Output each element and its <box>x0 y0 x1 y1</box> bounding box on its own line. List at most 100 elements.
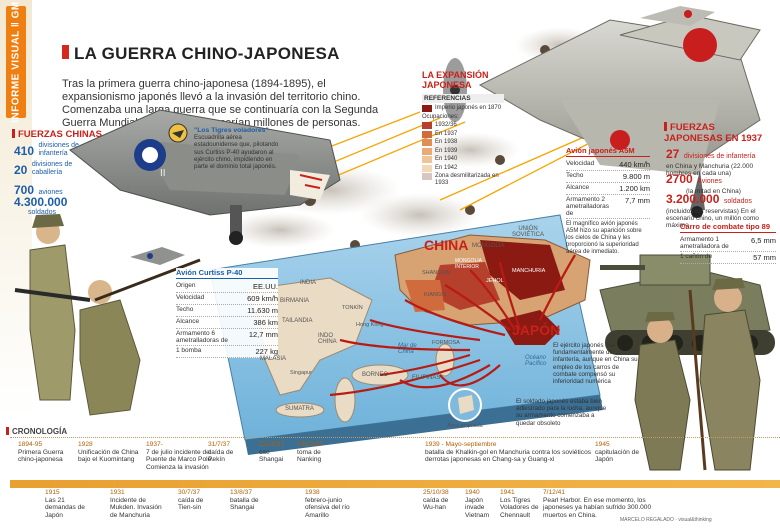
timeline-year: 1945 <box>595 441 610 448</box>
timeline-text: Primera Guerra chino-japonesa <box>18 448 64 464</box>
map-label-mongolia-interior: MONGOLIA INTERIOR <box>455 258 482 270</box>
japanese-stat-value: 27 <box>666 147 680 161</box>
legend-label: En 1938 <box>435 139 458 145</box>
spec-value: 57 mm <box>753 253 776 262</box>
credit-line: MARCELO REGALADO · visual&thinking <box>620 517 712 523</box>
curtiss-spec-title: Avión Curtiss P-40 <box>176 268 278 279</box>
map-label-malasia: MALASIA <box>260 356 287 362</box>
spec-value: 9.800 m <box>622 172 650 181</box>
chinese-stat-label: aviones <box>38 189 63 196</box>
japanese-stat-2: 3.200.000 soldados (incluidos los reserv… <box>666 190 778 229</box>
legend-title: LA EXPANSIÓN JAPONESA <box>422 70 489 90</box>
soldier-note: El soldado japonés estaba bien adiestrad… <box>516 398 607 427</box>
map-label-borneo: BORNEO <box>362 372 389 378</box>
map-label-tonkin: TONKÍN <box>342 305 363 311</box>
timeline-year: 12/11/37 <box>259 441 285 448</box>
legend-refs-label: REFERENCIAS <box>422 94 504 103</box>
timeline-text: toma de Nanking <box>297 448 322 464</box>
chinese-forces-heading: FUERZAS CHINAS <box>12 129 102 140</box>
japanese-stat-value: 3.200.000 <box>666 192 720 206</box>
timeline-text: capitulación de Japón <box>595 448 639 464</box>
spec-value: 440 km/h <box>619 160 650 169</box>
expansion-legend: LA EXPANSIÓN JAPONESA REFERENCIAS Imperi… <box>422 70 504 189</box>
legend-swatch <box>422 147 432 155</box>
timeline-text: cae Shangai <box>259 448 284 464</box>
army-note: El ejército japonés era fundamentalmente… <box>553 342 638 386</box>
chinese-stat-1: 20 divisiones de caballería <box>14 161 84 179</box>
spec-row: Alcance 1.200 km <box>566 183 650 195</box>
invasion-arrows <box>329 254 576 397</box>
legend-label: En 1940 <box>435 156 458 162</box>
spec-value: EE.UU. <box>252 282 278 291</box>
spec-key: Alcance <box>566 184 590 191</box>
spec-row: Techo 9.800 m <box>566 171 650 183</box>
spec-value: 7,7 mm <box>624 196 650 205</box>
chinese-stat-2: 700 aviones <box>14 181 63 199</box>
legend-swatch <box>422 130 432 138</box>
spec-key: Armamento 1 ametralladora de <box>680 236 729 250</box>
japanese-stat-value: 2700 <box>666 172 693 186</box>
timeline-text: Pearl Harbor. En ese momento, los japone… <box>543 496 652 519</box>
section-tab: INFORME VISUAL ‖ GM <box>6 1 26 123</box>
timeline-year: 30/7/37 <box>178 489 200 496</box>
spec-value: 1.200 km <box>619 184 650 193</box>
spec-key: Armamento 2 ametralladoras de <box>566 196 609 217</box>
timeline-text: Incidente de Mukden. Invasión de Manchur… <box>110 496 162 519</box>
timeline-text: Unificación de China bajo el Kuomintang <box>78 448 139 464</box>
map-label-birmania: BIRMANIA <box>280 298 310 304</box>
flying-tigers-text: Escuadrilla aérea estadounidense que, pi… <box>194 134 279 171</box>
map-label-manchuria: MANCHURIA <box>512 268 546 274</box>
japanese-stat-sub: (la mitad en China) <box>686 188 741 195</box>
timeline-top-rule <box>10 437 780 438</box>
legend-item: 1932/36 <box>422 122 504 129</box>
map-label-china: CHINA <box>424 237 469 253</box>
timeline-event-top: 1937-7 de julio incidente del Puente de … <box>146 441 224 471</box>
japanese-forces-heading: FUERZAS JAPONESAS EN 1937 <box>664 122 774 144</box>
map-label-tailandia: TAILANDIA <box>282 318 313 324</box>
map-label-japan: JAPÓN <box>512 322 561 338</box>
spec-value: 609 km/h <box>247 294 278 303</box>
title-marker <box>62 45 69 59</box>
chinese-stat-3: 4.300.000 soldados <box>14 195 67 217</box>
timeline-heading: CRONOLOGÍA <box>6 427 67 436</box>
japanese-stat-0: 27 divisiones de infantería en China y M… <box>666 145 778 177</box>
timeline-text: Las 21 demandas de Japón <box>45 496 85 519</box>
legend-label: En 1939 <box>435 147 458 154</box>
map-label-shanghai: SHANGHÁI <box>422 270 451 276</box>
legend-swatch <box>422 122 432 129</box>
chinese-forces-heading-text: FUERZAS CHINAS <box>18 129 102 140</box>
legend-label: En 1937 <box>435 130 458 137</box>
legend-label: Imperio japonés en 1870 <box>435 105 502 111</box>
spec-key: Techo <box>566 172 584 179</box>
timeline-year: 1894-95 <box>18 441 43 448</box>
chinese-stat-value: 410 <box>14 144 35 158</box>
legend-label: En 1942 <box>435 164 458 171</box>
tank-spec-table: Carro de combate tipo 89 Armamento 1 ame… <box>680 222 776 264</box>
legend-swatch <box>422 156 432 163</box>
japanese-stat-label: soldados <box>723 198 752 205</box>
timeline-text: caída de Pekín <box>208 448 234 464</box>
small-p40-plane <box>130 247 185 265</box>
spec-value: 386 km <box>253 318 278 327</box>
legend-occupations-heading: Ocupaciones: <box>422 114 504 121</box>
map-label-area: Área ampliada <box>447 423 483 429</box>
legend-swatch <box>422 173 432 180</box>
map-label-oceano: Océano Pacífico <box>525 355 547 367</box>
map-label-kiangsi: KIANGSI <box>424 292 447 298</box>
svg-text:II: II <box>160 168 166 179</box>
